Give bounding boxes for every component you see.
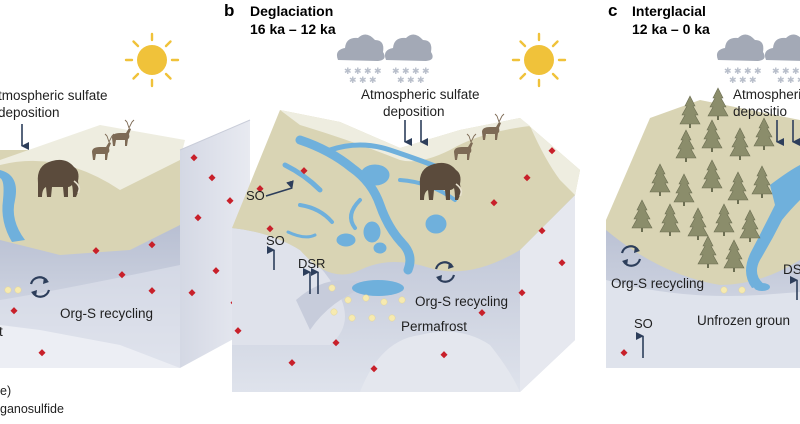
sun-icon	[513, 34, 565, 86]
panel-b-so-lower: SO	[266, 233, 285, 248]
cloud-icon	[765, 34, 800, 85]
cloud-icon	[385, 34, 433, 85]
panel-c-sulfate-line1: Atmospheric	[733, 87, 800, 102]
panel-b-subtitle: 16 ka – 12 ka	[250, 21, 336, 37]
panel-c-unfrozen: Unfrozen groun	[697, 313, 790, 328]
panel-b-permafrost: Permafrost	[401, 319, 467, 334]
panel-b-sulfate-line2: deposition	[383, 104, 445, 119]
panel-c-so: SO	[634, 316, 653, 331]
panel-a-sulfate-line1: tmospheric sulfate	[0, 88, 108, 103]
legend-line2: ganosulfide	[0, 402, 64, 416]
cloud-icon	[337, 34, 385, 85]
legend: e) ganosulfide	[0, 384, 64, 416]
panel-c-letter: c	[608, 1, 617, 20]
sun-icon	[126, 34, 178, 86]
panel-c: c Interglacial 12 ka – 0 ka	[606, 1, 800, 368]
cloud-icon	[717, 34, 765, 85]
panel-c-recycling: Org-S recycling	[611, 276, 704, 291]
panel-b-title: Deglaciation	[250, 3, 333, 19]
panel-b-letter: b	[224, 1, 234, 20]
panel-b-recycling: Org-S recycling	[415, 294, 508, 309]
panel-c-sulfate-line2: depositio	[733, 104, 787, 119]
panel-c-title: Interglacial	[632, 3, 706, 19]
panel-a-permafrost-fragment: t	[0, 324, 3, 339]
panel-b-sulfate-line1: Atmospheric sulfate	[361, 87, 480, 102]
panel-c-dsr-fragment: DS	[783, 262, 800, 277]
panel-b: b Deglaciation 16 ka – 12 ka	[224, 1, 580, 392]
legend-line1: e)	[0, 384, 11, 398]
panel-c-subtitle: 12 ka – 0 ka	[632, 21, 710, 37]
panel-a: tmospheric sulfate deposition Org-S recy…	[0, 34, 250, 368]
panel-b-dsr: DSR	[298, 256, 325, 271]
panel-b-so-upper: SO	[246, 188, 265, 203]
panel-a-recycling: Org-S recycling	[60, 306, 153, 321]
panel-a-sulfate-line2: deposition	[0, 105, 60, 120]
